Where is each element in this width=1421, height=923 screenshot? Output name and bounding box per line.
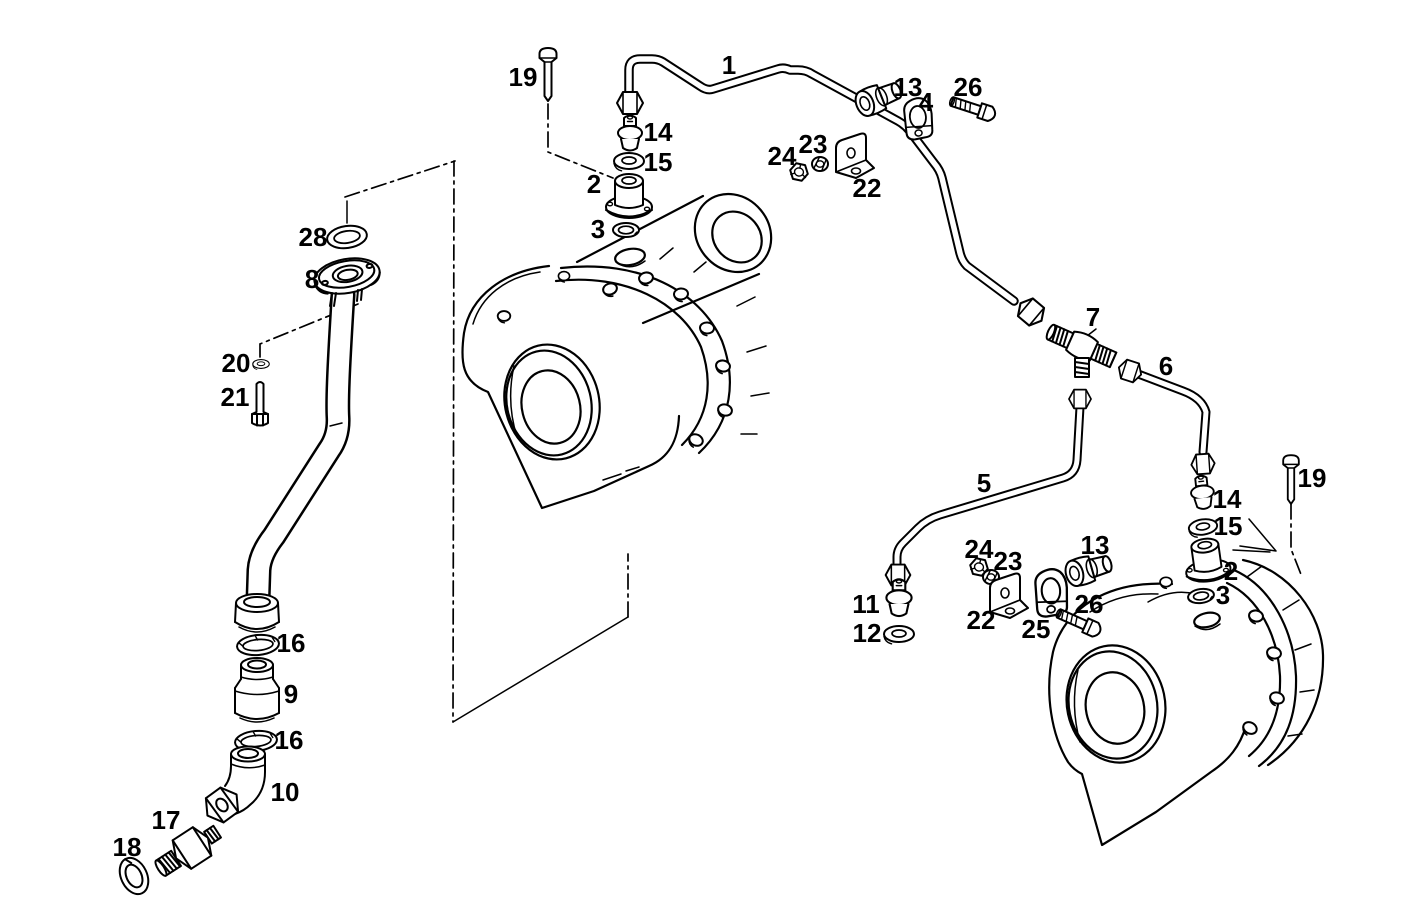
part-label-19: 19: [509, 62, 538, 92]
part-label-21: 21: [221, 382, 250, 412]
part-label-3: 3: [1216, 580, 1230, 610]
part-22-bracket-top: [835, 132, 875, 179]
oil-supply-pipe-1: [624, 54, 1019, 306]
part-label-28: 28: [299, 222, 328, 252]
part-19-bolt-right: [1282, 454, 1300, 505]
part-label-18: 18: [113, 832, 142, 862]
pipe6-upper-nut: [1114, 357, 1146, 385]
part-label-23: 23: [799, 129, 828, 159]
part-label-8: 8: [305, 264, 319, 294]
part-8-flange: [313, 257, 381, 307]
part-19-bolt-left: [538, 47, 558, 102]
part-17-fitting: [154, 824, 222, 877]
part-label-22: 22: [967, 605, 996, 635]
part-18-ring: [118, 856, 150, 896]
part-21-bolt: [251, 381, 269, 427]
part-label-17: 17: [152, 805, 181, 835]
phantom-plane-lines: [344, 160, 629, 723]
part-12-washer: [883, 625, 915, 645]
part-label-16: 16: [275, 725, 304, 755]
part-label-6: 6: [1159, 351, 1173, 381]
pipe1-left-nut: [616, 91, 644, 115]
part-label-7: 7: [1086, 302, 1100, 332]
part-label-26: 26: [954, 72, 983, 102]
part-label-24: 24: [965, 534, 994, 564]
turbocharger-right: [1048, 558, 1325, 847]
part-label-11: 11: [852, 589, 880, 619]
part-label-26: 26: [1075, 589, 1104, 619]
part-9-sleeve: [234, 657, 280, 723]
part-label-23: 23: [994, 546, 1023, 576]
part-16-ring-upper: [235, 632, 281, 658]
part-15-washer: [613, 152, 645, 172]
pipe6-lower-nut: [1189, 452, 1217, 476]
part-label-24: 24: [768, 141, 797, 171]
part-label-2: 2: [587, 169, 601, 199]
oil-pipe-6: [1128, 367, 1211, 457]
part-label-2: 2: [1224, 556, 1238, 586]
oil-drain-pipe: [245, 282, 356, 613]
part-label-1: 1: [722, 50, 736, 80]
part-3-gasket: [612, 222, 640, 238]
assembly-axis-leaders: [259, 103, 1303, 578]
turbocharger-center: [461, 192, 773, 510]
part-3-gasket-right: [1186, 586, 1216, 606]
part-label-20: 20: [222, 348, 251, 378]
pipe5-upper-nut: [1068, 388, 1092, 410]
drain-pipe-bell: [234, 593, 280, 633]
oil-pipe-5: [892, 402, 1085, 571]
part-label-4: 4: [919, 87, 934, 117]
part-label-15: 15: [1214, 511, 1243, 541]
part-10-elbow: [204, 745, 266, 824]
part-label-13: 13: [1081, 530, 1110, 560]
part-label-13: 13: [894, 72, 923, 102]
part-28-oring: [324, 222, 370, 252]
part-label-14: 14: [1213, 484, 1242, 514]
part-label-22: 22: [853, 173, 882, 203]
part-20-nut: [252, 359, 270, 370]
part-label-14: 14: [644, 117, 673, 147]
part-2-flange: [605, 173, 653, 219]
part-label-5: 5: [977, 468, 991, 498]
part-label-9: 9: [284, 679, 298, 709]
part-22-bracket-bottom: [989, 572, 1029, 619]
part-23-washer-top: [811, 156, 829, 172]
part-label-3: 3: [591, 214, 605, 244]
part-label-16: 16: [277, 628, 306, 658]
part-14-fitting: [617, 114, 643, 152]
part-7-tee-fitting: [1045, 323, 1118, 378]
part-label-10: 10: [271, 777, 300, 807]
part-label-15: 15: [644, 147, 673, 177]
small-parts: [118, 47, 1300, 896]
part-label-19: 19: [1298, 463, 1327, 493]
part-label-12: 12: [853, 618, 882, 648]
part-label-25: 25: [1022, 614, 1051, 644]
